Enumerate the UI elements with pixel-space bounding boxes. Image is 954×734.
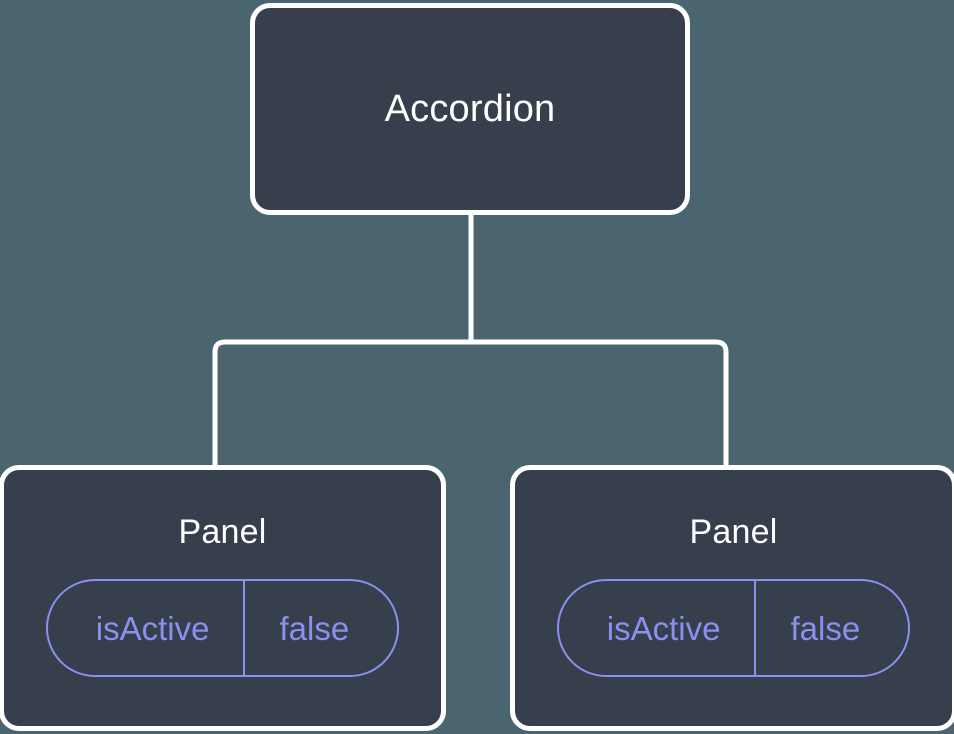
node-panel-right[interactable]: Panel isActive false	[510, 465, 954, 731]
prop-value-left: false	[243, 581, 397, 675]
node-panel-left[interactable]: Panel isActive false	[0, 465, 446, 731]
prop-value-right: false	[754, 581, 908, 675]
prop-key-right: isActive	[606, 609, 721, 647]
node-accordion[interactable]: Accordion	[250, 3, 690, 215]
node-panel-right-title: Panel	[689, 513, 778, 551]
prop-key-left: isActive	[95, 609, 210, 647]
prop-pill-right[interactable]: isActive false	[556, 579, 911, 677]
prop-pill-left[interactable]: isActive false	[45, 579, 400, 677]
node-accordion-title: Accordion	[384, 88, 556, 130]
connector-branch-bar	[212, 339, 729, 470]
node-panel-left-title: Panel	[178, 513, 267, 551]
